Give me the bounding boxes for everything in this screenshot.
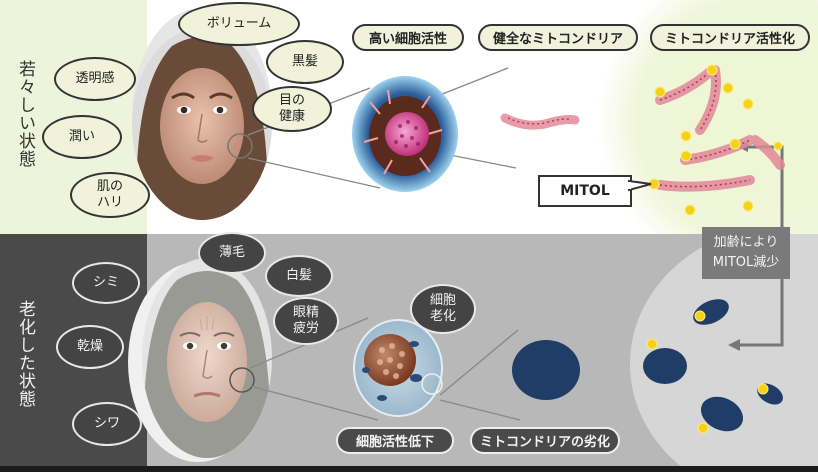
bubble-eye-health: 目の 健康 [252, 86, 332, 132]
mitol-dot-icon [648, 64, 783, 216]
bubble-transparency: 透明感 [54, 57, 136, 101]
label-mitochondria-degradation: ミトコンドリアの劣化 [470, 427, 620, 454]
aging-note-box: 加齢により MITOL減少 [702, 227, 790, 279]
bubble-wrinkles: シワ [72, 402, 142, 446]
aged-face-image [142, 258, 272, 458]
bubble-thinning-hair: 薄毛 [198, 232, 266, 274]
bubble-eye-strain: 眼精 疲労 [273, 297, 339, 345]
bubble-moisture: 潤い [42, 115, 122, 159]
bubble-dryness: 乾燥 [56, 325, 124, 369]
label-high-cell-activity: 高い細胞活性 [352, 24, 464, 51]
bubble-cell-aging: 細胞 老化 [410, 284, 476, 334]
healthy-mitochondria-image [500, 113, 580, 130]
degraded-mitochondria-image [512, 299, 783, 434]
bubble-volume: ボリューム [178, 2, 300, 46]
aged-cell-image [353, 319, 443, 417]
bubble-gray-hair: 白髪 [265, 255, 333, 297]
bubble-spots: シミ [72, 262, 140, 304]
bubble-skin-firmness: 肌の ハリ [70, 172, 150, 218]
mitol-callout: MITOL [538, 175, 632, 207]
activated-mitochondria-image [648, 64, 785, 216]
young-state-label: 若々しい状態 [15, 60, 35, 168]
label-low-cell-activity: 細胞活性低下 [336, 427, 454, 454]
healthy-cell-image [352, 76, 458, 192]
label-healthy-mitochondria: 健全なミトコンドリア [478, 24, 638, 51]
arrow-left-icon [728, 339, 740, 351]
footer-bar [0, 466, 818, 472]
young-face-image [132, 28, 272, 220]
aged-state-label: 老化した状態 [15, 300, 35, 408]
callout-pointer [627, 179, 652, 192]
label-mitochondria-activation: ミトコンドリア活性化 [650, 24, 810, 51]
bubble-black-hair: 黒髪 [266, 40, 344, 84]
